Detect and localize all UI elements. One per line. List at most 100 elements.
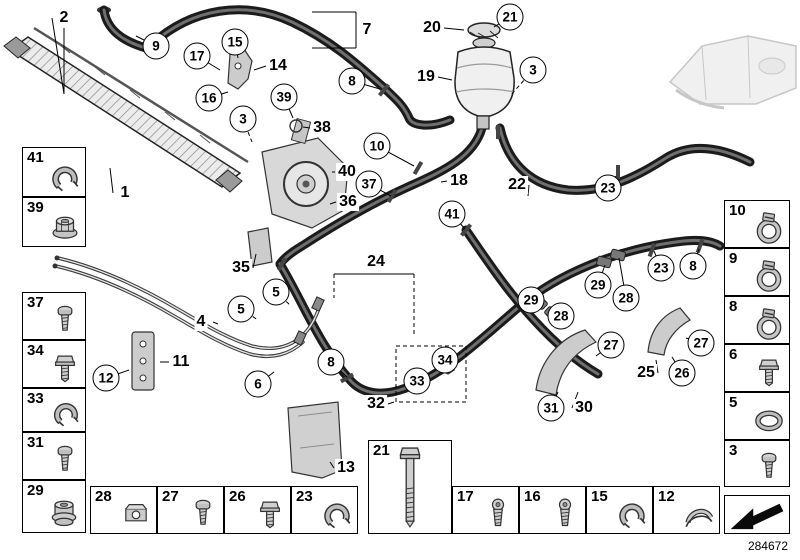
bracket-icon — [682, 497, 716, 531]
part-box-6[interactable]: 6 — [724, 344, 790, 392]
part-box-31[interactable]: 31 — [22, 432, 86, 480]
callout-3[interactable]: 3 — [229, 105, 257, 133]
callout-10[interactable]: 10 — [363, 132, 391, 160]
part-number: 16 — [524, 488, 541, 505]
nut-icon — [48, 210, 82, 244]
part-box-10[interactable]: 10 — [724, 200, 790, 248]
leader-line — [302, 126, 311, 129]
callout-28[interactable]: 28 — [612, 284, 640, 312]
engine-ghost — [668, 35, 797, 110]
part-box-26[interactable]: 26 — [224, 486, 291, 534]
callout-37[interactable]: 37 — [355, 170, 383, 198]
part-box-8[interactable]: 8 — [724, 296, 790, 344]
bolt-icon — [253, 497, 287, 531]
callout-25[interactable]: 25 — [635, 364, 657, 382]
callout-7[interactable]: 7 — [360, 21, 374, 39]
part-number: 34 — [27, 342, 44, 359]
callout-17[interactable]: 17 — [183, 42, 211, 70]
bolt-icon — [48, 351, 82, 385]
callout-30[interactable]: 30 — [573, 399, 595, 417]
radiator — [3, 26, 249, 193]
callout-29[interactable]: 29 — [517, 286, 545, 314]
leader-line — [329, 461, 335, 469]
callout-5[interactable]: 5 — [262, 278, 290, 306]
callout-38[interactable]: 38 — [311, 119, 333, 137]
part-box-15[interactable]: 15 — [586, 486, 653, 534]
part-box-16[interactable]: 16 — [519, 486, 586, 534]
callout-9[interactable]: 9 — [142, 32, 170, 60]
callout-40[interactable]: 40 — [336, 163, 358, 181]
callout-33[interactable]: 33 — [403, 367, 431, 395]
part-box-41[interactable]: 41 — [22, 147, 86, 197]
callout-23[interactable]: 23 — [647, 254, 675, 282]
callout-6[interactable]: 6 — [244, 370, 272, 398]
callout-12[interactable]: 12 — [92, 364, 120, 392]
part-box-3[interactable]: 3 — [724, 440, 790, 487]
callout-8[interactable]: 8 — [679, 252, 707, 280]
callout-26[interactable]: 26 — [668, 359, 696, 387]
callout-23[interactable]: 23 — [594, 174, 622, 202]
callout-29[interactable]: 29 — [584, 271, 612, 299]
torx-screw-icon — [481, 497, 515, 531]
torx-screw-icon — [548, 497, 582, 531]
part-box-28[interactable]: 28 — [90, 486, 157, 534]
callout-19[interactable]: 19 — [415, 68, 437, 86]
part-number: 9 — [729, 250, 738, 267]
callout-1[interactable]: 1 — [118, 184, 132, 202]
callout-5[interactable]: 5 — [227, 295, 255, 323]
callout-28[interactable]: 28 — [547, 302, 575, 330]
part-box-12[interactable]: 12 — [653, 486, 720, 534]
part-box-17[interactable]: 17 — [452, 486, 519, 534]
part-box-39[interactable]: 39 — [22, 197, 86, 247]
part-number: 5 — [729, 394, 738, 411]
screw-icon — [186, 497, 220, 531]
pump-bracket-cluster — [261, 117, 349, 229]
part-number: 10 — [729, 202, 746, 219]
callout-35[interactable]: 35 — [230, 259, 252, 277]
callout-34[interactable]: 34 — [431, 346, 459, 374]
callout-32[interactable]: 32 — [365, 395, 387, 413]
long-bolt-icon — [391, 443, 429, 531]
callout-39[interactable]: 39 — [270, 83, 298, 111]
direction-arrow-icon — [728, 499, 786, 531]
callout-24[interactable]: 24 — [365, 253, 387, 271]
part-number: 26 — [229, 488, 246, 505]
part-box-21[interactable]: 21 — [368, 440, 452, 534]
callout-11[interactable]: 11 — [170, 353, 192, 371]
callout-21[interactable]: 21 — [496, 3, 524, 31]
part-box-27[interactable]: 27 — [157, 486, 224, 534]
expansion-tank — [454, 22, 515, 130]
part-number: 21 — [373, 442, 390, 459]
callout-8[interactable]: 8 — [317, 348, 345, 376]
part-number: 12 — [658, 488, 675, 505]
part-box-37[interactable]: 37 — [22, 292, 86, 340]
callout-13[interactable]: 13 — [335, 459, 357, 477]
callout-2[interactable]: 2 — [57, 9, 71, 27]
callout-15[interactable]: 15 — [221, 28, 249, 56]
callout-22[interactable]: 22 — [506, 176, 528, 194]
callout-41[interactable]: 41 — [438, 200, 466, 228]
callout-16[interactable]: 16 — [195, 84, 223, 112]
part-number: 28 — [95, 488, 112, 505]
part-box-23[interactable]: 23 — [291, 486, 358, 534]
leader-line — [253, 65, 267, 71]
part-box-5[interactable]: 5 — [724, 392, 790, 440]
callout-14[interactable]: 14 — [267, 57, 289, 75]
callout-8[interactable]: 8 — [338, 67, 366, 95]
grommet-icon — [46, 494, 82, 530]
leader-line — [443, 27, 465, 31]
callout-31[interactable]: 31 — [537, 394, 565, 422]
part-box-9[interactable]: 9 — [724, 248, 790, 296]
part-box-34[interactable]: 34 — [22, 340, 86, 388]
part-box-33[interactable]: 33 — [22, 388, 86, 432]
direction-arrow-box — [724, 495, 790, 534]
callout-36[interactable]: 36 — [337, 193, 359, 211]
part-box-29[interactable]: 29 — [22, 480, 86, 533]
callout-4[interactable]: 4 — [194, 313, 208, 331]
callout-3[interactable]: 3 — [519, 56, 547, 84]
leader-line — [437, 76, 453, 81]
callout-27[interactable]: 27 — [687, 329, 715, 357]
callout-20[interactable]: 20 — [421, 19, 443, 37]
callout-18[interactable]: 18 — [448, 172, 470, 190]
callout-27[interactable]: 27 — [597, 331, 625, 359]
